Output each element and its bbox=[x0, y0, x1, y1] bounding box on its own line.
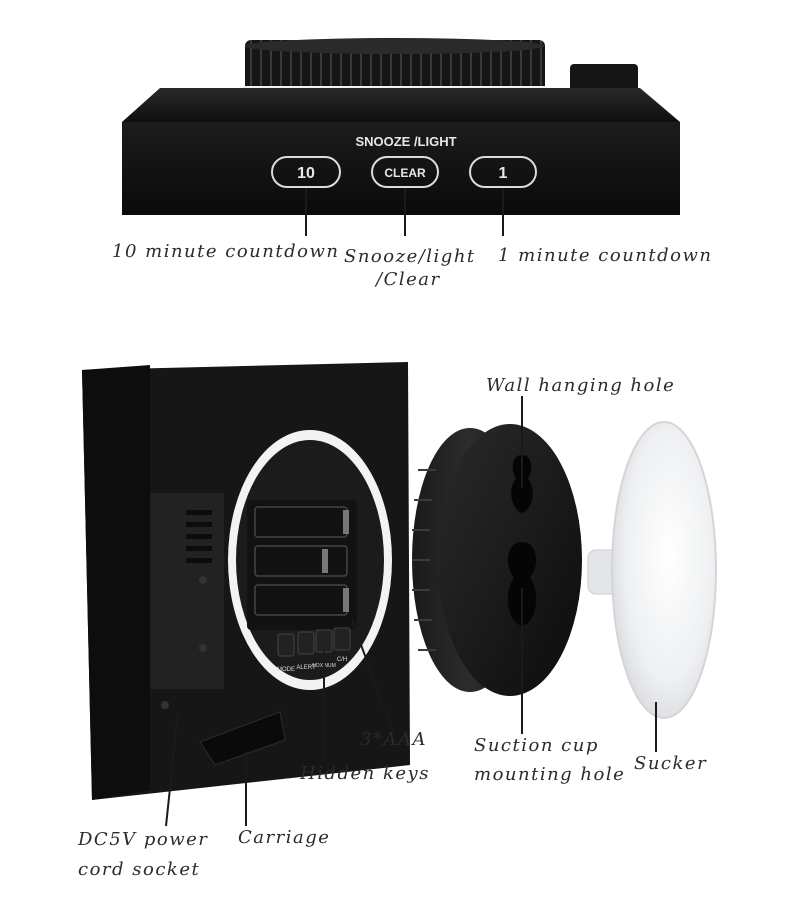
button-10-label: 10 bbox=[297, 165, 315, 182]
key-ch[interactable] bbox=[333, 627, 351, 651]
key-mode[interactable] bbox=[277, 633, 295, 657]
bottom-leader-lines bbox=[165, 396, 657, 827]
callout-carriage: Carriage bbox=[238, 827, 331, 848]
button-clear[interactable] bbox=[371, 156, 439, 188]
callout-hidden-keys: Hidden keys bbox=[300, 763, 430, 784]
key-ch-label: C/H bbox=[337, 657, 347, 663]
key-mode-label: MODE bbox=[277, 667, 295, 673]
top-device: SNOOZE /LIGHT 10 CLEAR 1 bbox=[122, 38, 680, 215]
back-device: MODE ALERT NOX NUM C/H bbox=[82, 362, 410, 800]
top-leader-lines bbox=[305, 188, 504, 236]
carriage bbox=[199, 711, 286, 766]
callout-wall-hole: Wall hanging hole bbox=[486, 375, 676, 396]
callout-snooze-line2: /Clear bbox=[376, 269, 441, 290]
callout-battery: 3*AAA bbox=[360, 729, 427, 750]
button-10[interactable] bbox=[271, 156, 341, 188]
button-1[interactable] bbox=[469, 156, 537, 188]
button-clear-label: CLEAR bbox=[384, 166, 426, 180]
callout-sucker: Sucker bbox=[634, 753, 708, 774]
sucker bbox=[587, 421, 717, 719]
callout-suction-line1: Suction cup bbox=[474, 735, 599, 756]
key-alert-label: ALERT bbox=[296, 665, 316, 671]
callout-dc-line1: DC5V power bbox=[78, 829, 209, 850]
top-dial bbox=[245, 40, 545, 98]
panel-label: SNOOZE /LIGHT bbox=[355, 134, 456, 149]
battery-compartment bbox=[247, 500, 357, 630]
suction-mount-hole bbox=[507, 542, 537, 626]
front-panel bbox=[122, 122, 680, 215]
callout-1-minute: 1 minute countdown bbox=[498, 245, 713, 266]
key-alert[interactable] bbox=[297, 631, 315, 655]
callout-suction-line2: mounting hole bbox=[474, 764, 626, 785]
callout-snooze-line1: Snooze/light bbox=[344, 246, 476, 267]
button-1-label: 1 bbox=[499, 165, 508, 182]
callout-dc-line2: cord socket bbox=[78, 859, 201, 880]
dc-socket bbox=[161, 701, 169, 709]
key-nox[interactable] bbox=[315, 629, 333, 653]
mount-disc bbox=[412, 424, 582, 696]
callout-10-minute: 10 minute countdown bbox=[112, 241, 340, 262]
